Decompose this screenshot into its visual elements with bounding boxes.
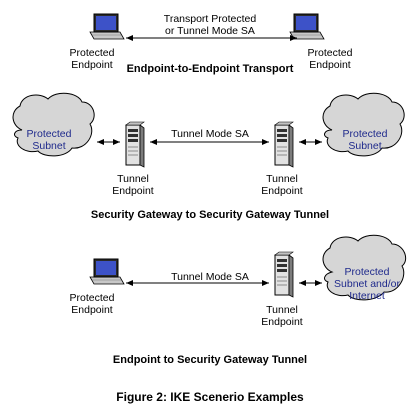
laptop-icon <box>89 13 125 40</box>
scenario-caption: Endpoint-to-Endpoint Transport <box>126 63 294 75</box>
scenario-caption: Endpoint to Security Gateway Tunnel <box>112 354 308 366</box>
cloud-label: Protected Subnet <box>335 128 395 152</box>
cloud-text-line: Protected <box>342 128 388 140</box>
cloud-text-line: Protected <box>344 266 390 278</box>
cloud-text-line: Subnet <box>348 140 382 152</box>
figure-caption: Figure 2: IKE Scenerio Examples <box>116 390 304 404</box>
cloud-shape <box>322 234 407 301</box>
cloud-text-line: Protected <box>26 128 72 140</box>
cloud-shape <box>322 92 405 157</box>
cloud-text-line: Internet <box>349 290 385 302</box>
laptop-icon <box>289 13 325 40</box>
cloud-shape <box>12 92 95 157</box>
sa-label: Tunnel Mode SA <box>171 128 249 140</box>
scenario-caption: Security Gateway to Security Gateway Tun… <box>90 209 330 221</box>
cloud-label: Protected Subnet <box>19 128 79 152</box>
laptop-icon <box>89 258 125 285</box>
server-icon <box>274 251 294 298</box>
server-icon <box>274 121 294 168</box>
server-icon <box>125 121 145 168</box>
cloud-text-line: Subnet and/or <box>334 278 400 290</box>
cloud-text-line: Subnet <box>32 140 66 152</box>
sa-label: Tunnel Mode SA <box>171 271 249 283</box>
cloud-label: Protected Subnet and/or Internet <box>332 266 402 302</box>
